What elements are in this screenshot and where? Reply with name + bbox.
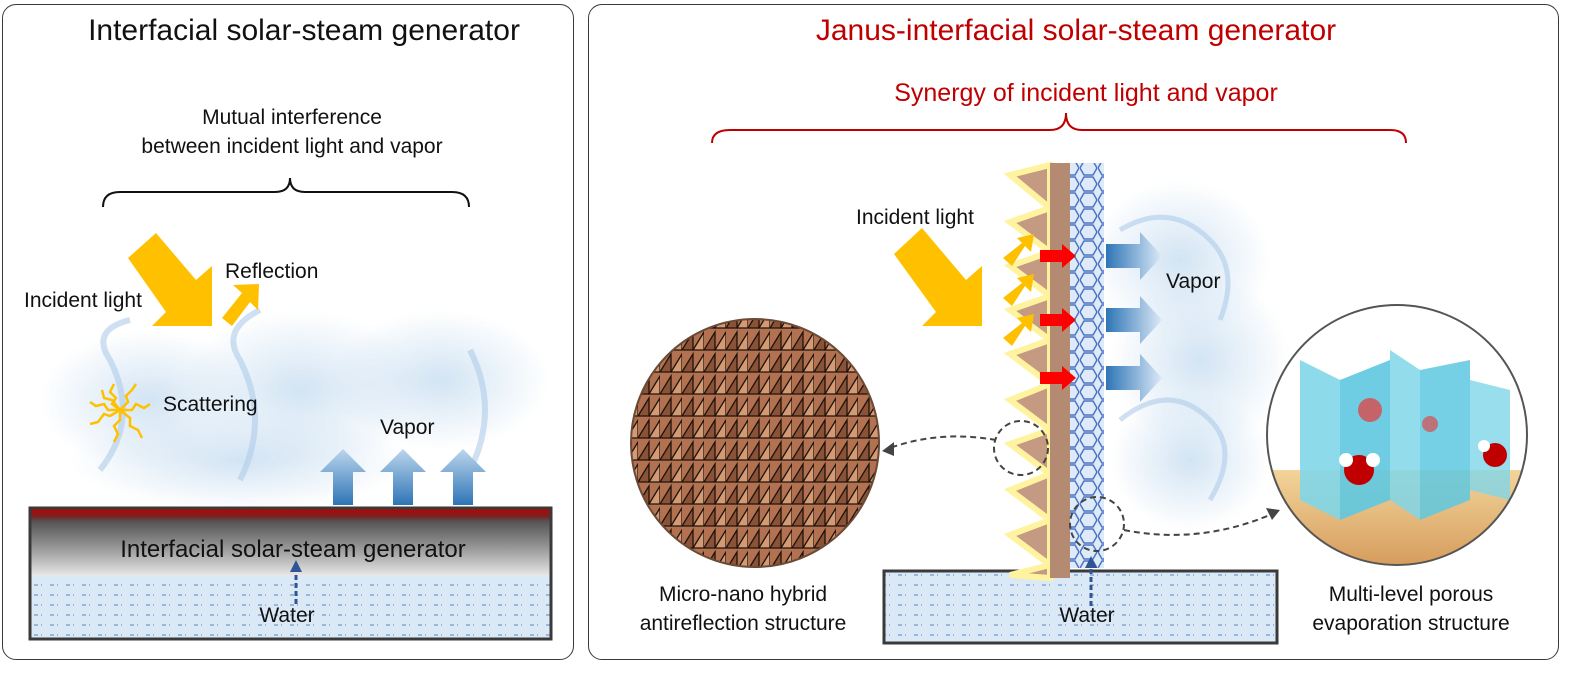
right-water-flow-arrow-icon	[1085, 556, 1097, 606]
right-vapor-mist	[1090, 180, 1290, 530]
left-brace	[102, 177, 470, 208]
zoom-link-micro	[889, 435, 997, 449]
right-brace	[711, 112, 1407, 144]
porous-caption-line2: evaporation structure	[1312, 612, 1510, 635]
right-vapor-label: Vapor	[1166, 270, 1221, 293]
absorber-layer	[1050, 163, 1070, 578]
left-vapor-label: Vapor	[380, 416, 435, 439]
zoom-circle-porous-icon	[1069, 496, 1125, 552]
right-brace-label: Synergy of incident light and vapor	[894, 79, 1278, 107]
left-brace-label-line2: between incident light and vapor	[141, 135, 443, 158]
left-water-label: Water	[259, 604, 315, 627]
scattering-burst-icon	[89, 383, 151, 443]
incident-light-small-arrows-icon	[1003, 234, 1034, 346]
micro-caption-line2: antireflection structure	[639, 612, 847, 635]
porous-hex-layer	[1070, 163, 1104, 568]
porous-caption-line1: Multi-level porous	[1328, 583, 1494, 606]
generator-label: Interfacial solar-steam generator	[120, 536, 466, 563]
reflection-arrow-icon	[222, 284, 259, 326]
micro-nano-zoom	[631, 319, 879, 567]
left-title: Interfacial solar-steam generator	[88, 14, 520, 47]
zoom-link-porous	[1123, 513, 1273, 536]
scattering-label: Scattering	[163, 393, 258, 416]
right-water-bath	[882, 569, 1279, 645]
incident-light-arrow-icon	[128, 233, 212, 326]
left-incident-light-label: Incident light	[24, 289, 142, 312]
generator-block	[30, 508, 551, 576]
antireflection-zigzag	[1003, 161, 1057, 582]
left-vapor-mist	[40, 307, 550, 510]
water-flow-arrow-icon	[290, 560, 302, 604]
reflection-label: Reflection	[225, 260, 319, 283]
left-water-bath	[30, 576, 551, 639]
right-vapor-arrow-icon	[1106, 232, 1162, 402]
zoom-circle-icon	[993, 420, 1049, 476]
right-water-label: Water	[1059, 604, 1115, 627]
right-incident-light-label: Incident light	[856, 206, 974, 229]
right-title: Janus-interfacial solar-steam generator	[815, 14, 1337, 47]
heat-arrow-icon	[1040, 244, 1076, 390]
vapor-arrow-icon	[320, 449, 486, 505]
left-brace-label-line1: Mutual interference	[202, 106, 382, 129]
micro-caption-line1: Micro-nano hybrid	[658, 583, 828, 606]
right-incident-light-arrow-icon	[894, 228, 982, 326]
